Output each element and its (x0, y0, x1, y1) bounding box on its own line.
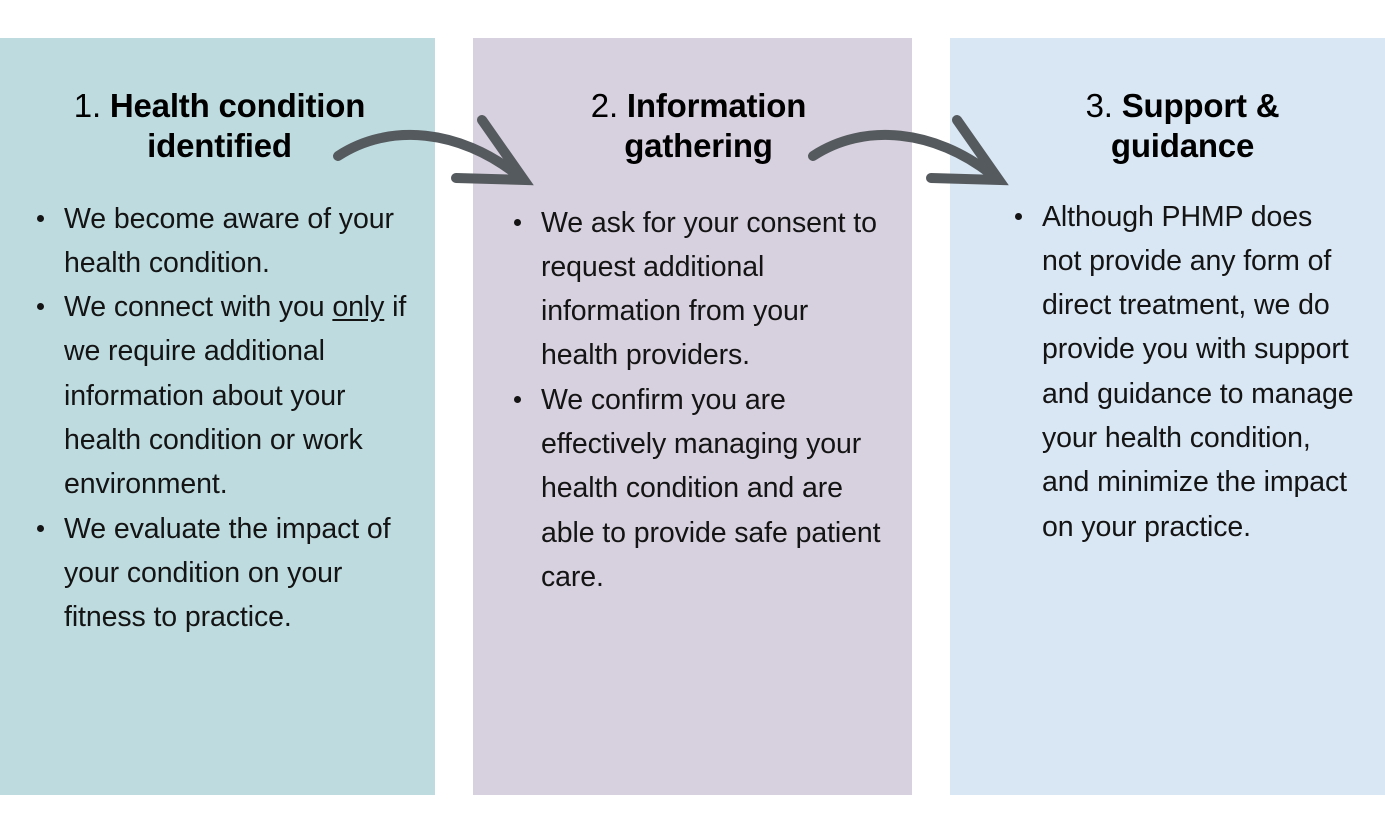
bullet-text: We connect with you (64, 291, 333, 324)
step-3-title: Support & guidance (1110, 87, 1280, 165)
step-3-body: Although PHMP does not provide any form … (950, 195, 1385, 550)
bullet-text: if we require additional information abo… (64, 291, 407, 501)
step-3-bullet-list: Although PHMP does not provide any form … (1012, 195, 1359, 550)
step-panel-3: 3. Support & guidance Although PHMP does… (950, 38, 1385, 795)
bullet-text: Although PHMP does not provide any form … (1042, 200, 1354, 543)
step-1-title: Health condition identified (109, 87, 366, 165)
step-panel-1: 1. Health condition identified We become… (0, 38, 435, 795)
emphasis-underline: only (332, 291, 385, 324)
step-2-body: We ask for your consent to request addit… (473, 201, 912, 600)
step-2-bullet-list: We ask for your consent to request addit… (511, 201, 890, 600)
bullet-item: We confirm you are effectively managing … (511, 378, 890, 600)
bullet-text: We confirm you are effectively managing … (541, 383, 881, 593)
step-2-title: Information gathering (624, 87, 807, 165)
step-1-header: 1. Health condition identified (0, 86, 435, 167)
bullet-text: We become aware of your health condition… (64, 202, 394, 279)
bullet-item: We become aware of your health condition… (34, 197, 421, 286)
step-3-header: 3. Support & guidance (950, 86, 1385, 167)
bullet-item: We evaluate the impact of your condition… (34, 507, 421, 640)
step-2-number: 2. (590, 87, 618, 124)
bullet-item: Although PHMP does not provide any form … (1012, 195, 1359, 550)
bullet-item: We connect with you only if we require a… (34, 285, 421, 507)
bullet-item: We ask for your consent to request addit… (511, 201, 890, 378)
step-1-body: We become aware of your health condition… (0, 197, 435, 640)
bullet-text: We evaluate the impact of your condition… (64, 512, 391, 634)
step-2-header: 2. Information gathering (473, 86, 912, 167)
step-1-number: 1. (73, 87, 101, 124)
step-panel-2: 2. Information gathering We ask for your… (473, 38, 912, 795)
step-3-number: 3. (1085, 87, 1113, 124)
bullet-text: We ask for your consent to request addit… (541, 206, 877, 372)
step-1-bullet-list: We become aware of your health condition… (34, 197, 421, 640)
